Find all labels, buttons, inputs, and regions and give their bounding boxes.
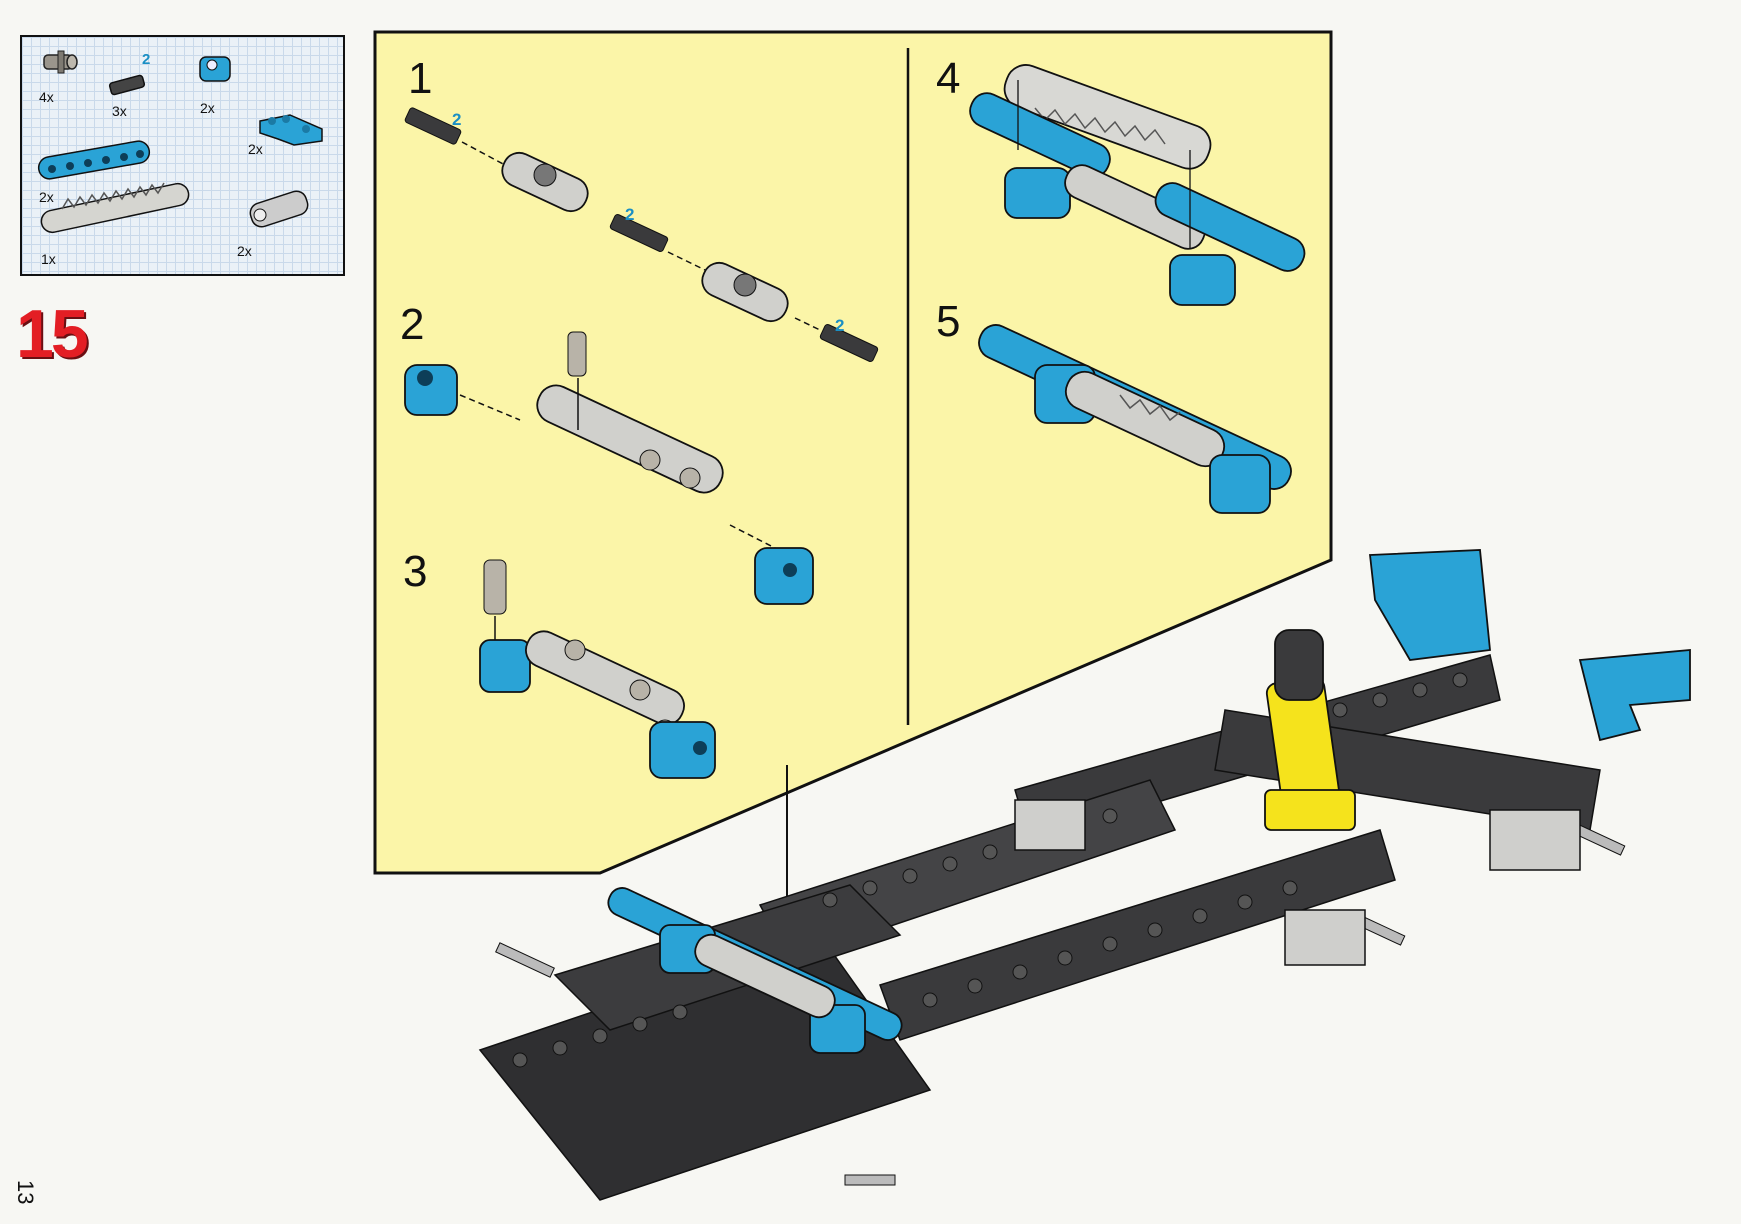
part-qty: 2x bbox=[248, 141, 263, 157]
blue-cam-connector-icon bbox=[199, 56, 231, 82]
substep-5-illustration bbox=[978, 324, 1292, 514]
substep-2-illustration bbox=[404, 331, 814, 605]
page-number: 13 bbox=[13, 1180, 38, 1205]
substep-number-4: 4 bbox=[936, 54, 961, 103]
connector-peg-icon bbox=[43, 50, 78, 74]
part-qty: 4x bbox=[39, 89, 54, 105]
substep-number-5: 5 bbox=[936, 297, 961, 346]
part-qty: 2x bbox=[237, 243, 252, 259]
parts-list-box: 4x 3x 2 2x 2x 2x 1x 2x bbox=[20, 35, 345, 276]
substep-number-1: 1 bbox=[408, 54, 433, 103]
part-qty: 2x bbox=[39, 189, 54, 205]
substep-number-2: 2 bbox=[400, 300, 425, 349]
callout-count: 2 bbox=[835, 316, 845, 335]
substep-4-illustration bbox=[969, 64, 1306, 306]
blue-beam-icon bbox=[37, 140, 151, 180]
gear-rack-icon bbox=[40, 182, 190, 234]
step-number: 15 bbox=[16, 296, 89, 372]
blue-angle-plate-icon bbox=[259, 114, 323, 146]
callout-count: 2 bbox=[625, 205, 635, 224]
parts-illustrations bbox=[37, 50, 323, 234]
part-qty: 2x bbox=[200, 100, 215, 116]
substep-3-illustration bbox=[479, 559, 716, 779]
callout-count: 2 bbox=[452, 110, 462, 129]
axle-connector-icon bbox=[108, 74, 146, 96]
part-qty: 1x bbox=[41, 251, 56, 267]
substep-1-illustration bbox=[404, 107, 879, 363]
chassis-model bbox=[478, 549, 1691, 1201]
substep-number-3: 3 bbox=[403, 547, 428, 596]
part-qty: 3x bbox=[112, 103, 127, 119]
gray-axle-joiner-icon bbox=[249, 190, 309, 228]
part-sub-label: 2 bbox=[142, 51, 151, 68]
